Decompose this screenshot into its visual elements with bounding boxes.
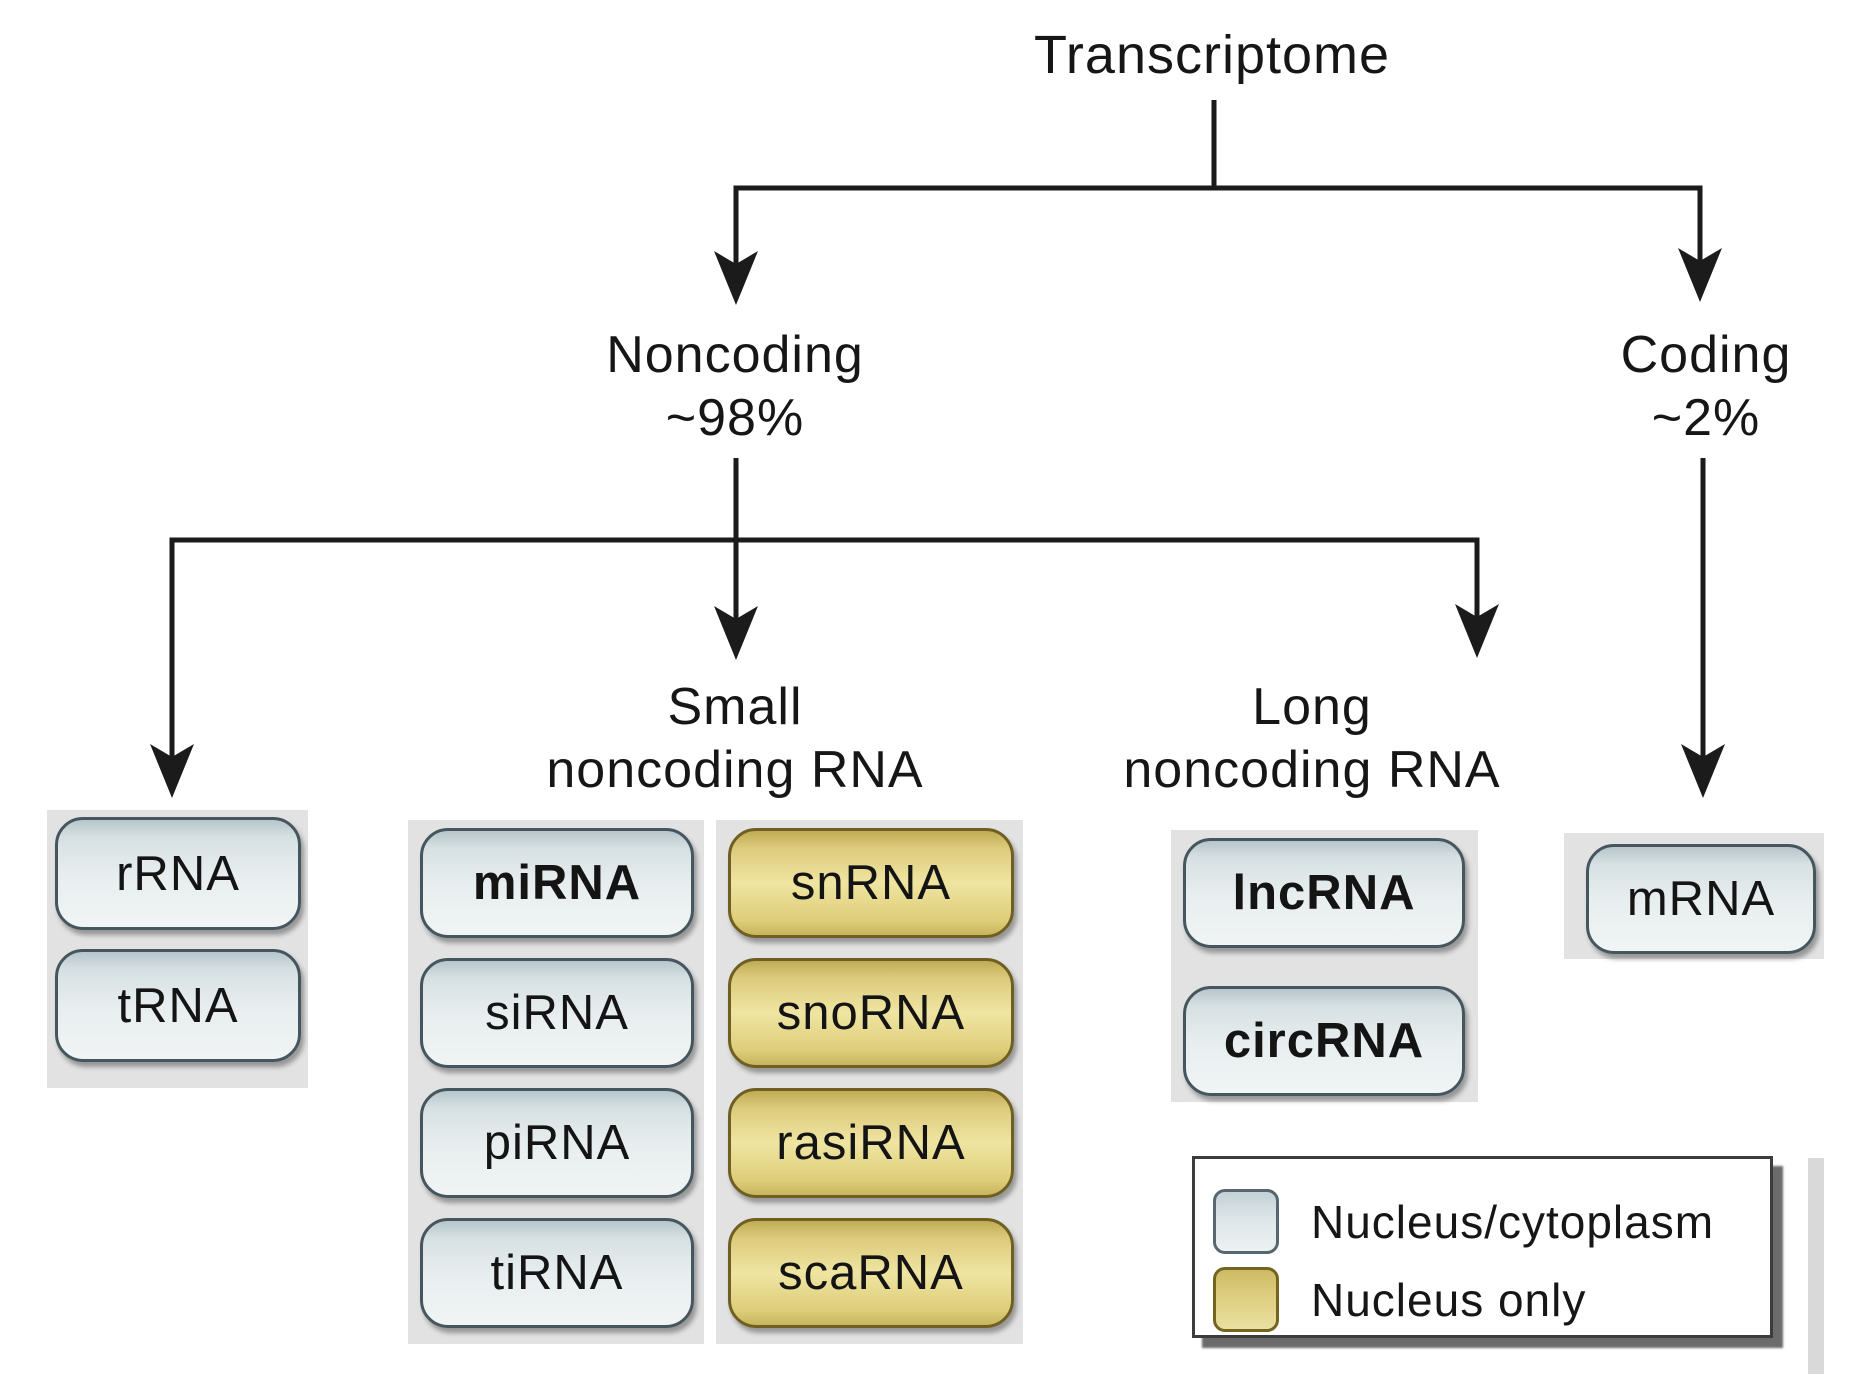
node-scarna: scaRNA xyxy=(728,1218,1014,1328)
node-rasirna: rasiRNA xyxy=(728,1088,1014,1198)
arrowhead-coding xyxy=(1678,248,1722,302)
node-mirna: miRNA xyxy=(420,828,694,938)
small-line1: Small xyxy=(667,678,803,736)
legend-label-nucleus-only: Nucleus only xyxy=(1311,1273,1587,1326)
branch-label-coding: Coding ~2% xyxy=(1621,324,1792,450)
node-trna: tRNA xyxy=(55,949,301,1062)
connector-branch1 xyxy=(733,185,1703,265)
node-rrna: rRNA xyxy=(55,817,301,930)
node-circrna: circRNA xyxy=(1183,986,1465,1096)
node-sirna: siRNA xyxy=(420,958,694,1068)
legend-swatch-nucleus-only xyxy=(1213,1267,1279,1332)
long-line1: Long xyxy=(1252,678,1372,736)
arrowhead-noncoding xyxy=(714,251,758,305)
branch-label-long-noncoding-rna: Long noncoding RNA xyxy=(1123,676,1500,802)
node-snrna: snRNA xyxy=(728,828,1014,938)
legend-label-nucleus-cytoplasm: Nucleus/cytoplasm xyxy=(1311,1195,1715,1248)
small-line2: noncoding RNA xyxy=(546,741,924,799)
noncoding-percent: ~98% xyxy=(665,389,805,447)
node-pirna: piRNA xyxy=(420,1088,694,1198)
node-mrna: mRNA xyxy=(1586,844,1816,954)
root-label-transcriptome: Transcriptome xyxy=(1033,25,1391,85)
coding-name: Coding xyxy=(1620,326,1792,384)
arrowhead-rrna-group xyxy=(150,744,194,798)
legend: Nucleus/cytoplasm Nucleus only xyxy=(1192,1156,1773,1338)
arrowhead-small-noncoding-rna xyxy=(714,606,758,660)
coding-percent: ~2% xyxy=(1651,389,1761,447)
legend-row-nucleus-only: Nucleus only xyxy=(1213,1267,1586,1332)
legend-swatch-nucleus-cytoplasm xyxy=(1213,1189,1279,1254)
branch-label-noncoding: Noncoding ~98% xyxy=(606,324,864,450)
arrowhead-mrna xyxy=(1681,744,1725,798)
node-tirna: tiRNA xyxy=(420,1218,694,1328)
node-lncrna: lncRNA xyxy=(1183,838,1465,948)
branch-label-small-noncoding-rna: Small noncoding RNA xyxy=(546,676,923,802)
arrowhead-long-noncoding-rna xyxy=(1455,604,1499,658)
node-snorna: snoRNA xyxy=(728,958,1014,1068)
connector-branch2 xyxy=(169,537,1480,758)
noncoding-name: Noncoding xyxy=(606,326,864,384)
right-edge-strip xyxy=(1808,1158,1824,1374)
long-line2: noncoding RNA xyxy=(1123,741,1501,799)
legend-row-nucleus-cytoplasm: Nucleus/cytoplasm xyxy=(1213,1189,1714,1254)
